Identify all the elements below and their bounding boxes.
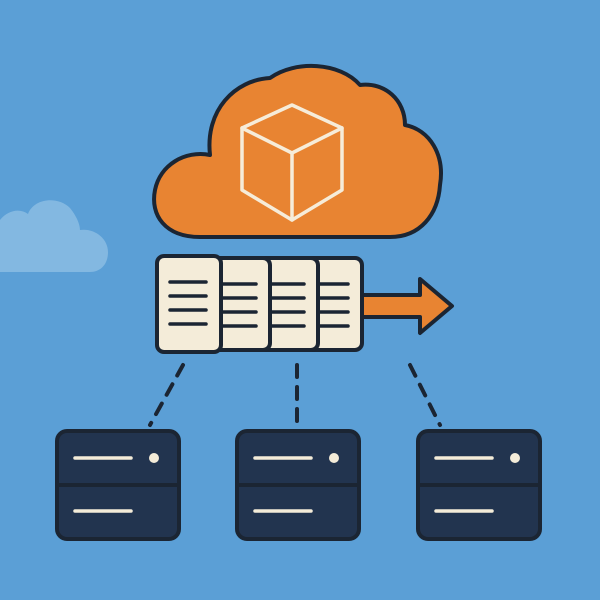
server-icon — [416, 429, 542, 541]
queue-card — [155, 254, 223, 354]
queue-card — [206, 256, 272, 352]
queue-stack — [155, 254, 364, 354]
connector-left — [148, 363, 185, 427]
server-icon — [235, 429, 361, 541]
queue-card — [256, 256, 320, 352]
background-cloud-icon — [0, 200, 108, 272]
cube-icon — [240, 103, 344, 222]
server-icon — [55, 429, 181, 541]
connector-lines — [148, 363, 442, 427]
main-cloud-icon — [152, 63, 443, 239]
server-group — [55, 429, 542, 541]
connector-right — [408, 363, 442, 427]
